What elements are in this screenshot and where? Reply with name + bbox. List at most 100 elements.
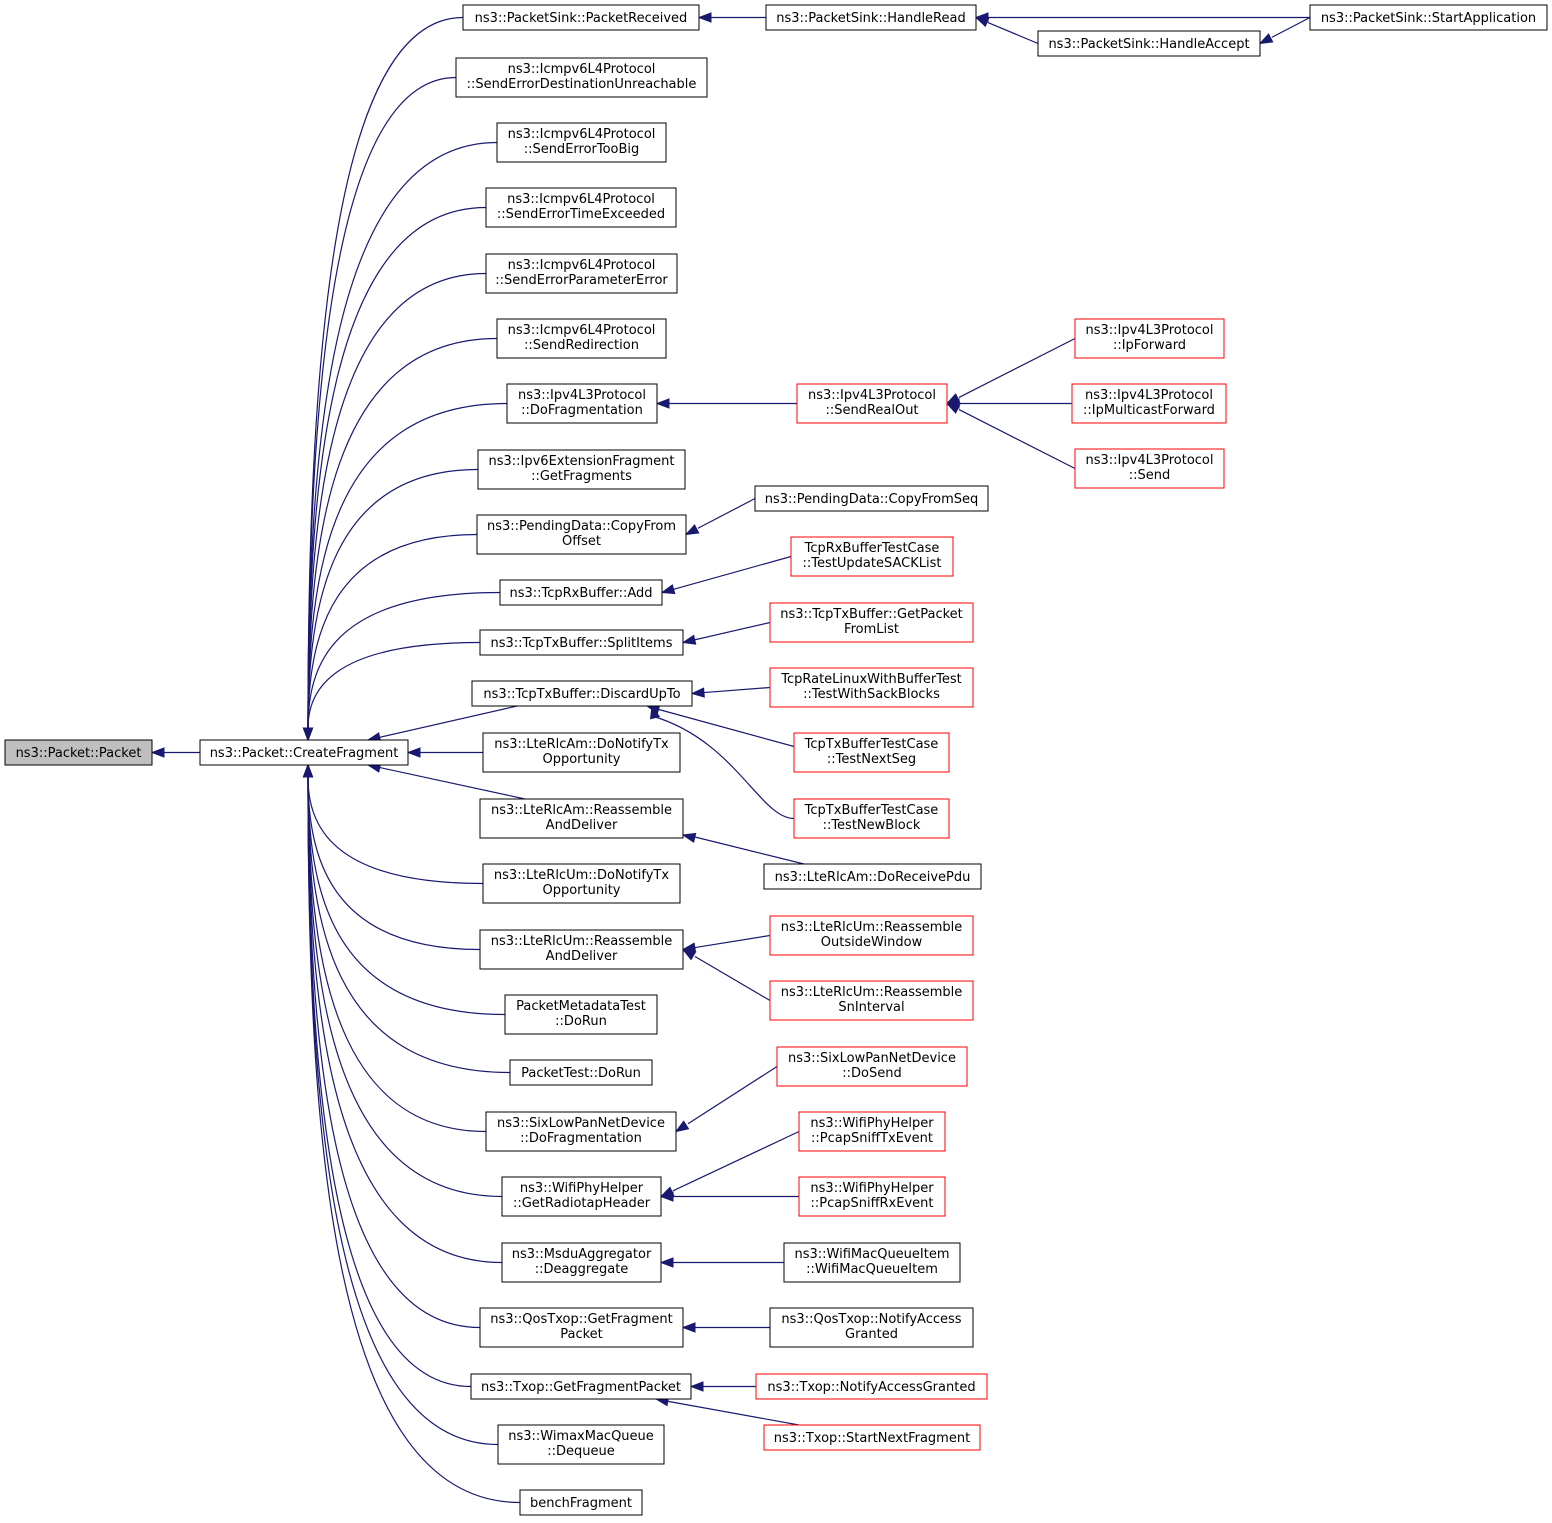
node-label-line: ns3::LteRlcUm::Reassemble [781,920,963,935]
node-box [504,994,658,1035]
node-label-line: ns3::Packet::Packet [16,746,142,761]
node-label-line: ns3::Ipv4L3Protocol [808,388,936,403]
node-txNewBlock[interactable]: TcpTxBufferTestCase::TestNewBlock [793,798,950,839]
edge-umReasm-to-cf [302,763,481,951]
node-box [471,680,693,707]
node-pTest[interactable]: PacketTest::DoRun [509,1059,653,1086]
node-label-line: ns3::TcpTxBuffer::SplitItems [491,636,673,651]
node-label-line: ::Dequeue [547,1444,615,1459]
node-txSplit[interactable]: ns3::TcpTxBuffer::SplitItems [479,629,684,656]
node-icTime[interactable]: ns3::Icmpv6L4Protocol::SendErrorTimeExce… [485,187,677,228]
node-psStart[interactable]: ns3::PacketSink::StartApplication [1309,4,1548,31]
node-amRecv[interactable]: ns3::LteRlcAm::DoReceivePdu [763,863,982,890]
edge-line [307,776,506,1016]
node-icDest[interactable]: ns3::Icmpv6L4Protocol::SendErrorDestinat… [455,57,708,98]
edge-ipMc-to-ipReal [945,398,1072,409]
edge-ipReal-arrowhead [655,398,670,409]
node-rateTest[interactable]: TcpRateLinuxWithBufferTest::TestWithSack… [769,667,974,708]
node-label-line: ::SendErrorTooBig [524,142,640,157]
node-cf[interactable]: ns3::Packet::CreateFragment [199,739,409,766]
node-box [462,4,700,31]
node-wimax[interactable]: ns3::WimaxMacQueue::Dequeue [497,1424,665,1465]
edge-txGetPkt-arrowhead [681,634,697,645]
node-msdu[interactable]: ns3::MsduAggregator::Deaggregate [501,1242,662,1283]
edge-rxSack-to-rxAdd [660,555,792,595]
edge-icTime-to-cf [302,206,487,742]
edge-line [672,1130,800,1192]
node-label-line: ns3::QosTxop::NotifyAccess [781,1312,961,1327]
node-psRecv[interactable]: ns3::PacketSink::PacketReceived [462,4,700,31]
node-label-line: PacketTest::DoRun [521,1066,641,1081]
node-label-line: Packet [560,1327,603,1342]
node-box [506,383,658,424]
node-box [763,1424,981,1451]
node-label-line: ns3::WifiPhyHelper [520,1181,644,1196]
node-label-line: ::SendRealOut [825,403,918,418]
node-box [769,1307,974,1348]
node-rxAdd[interactable]: ns3::TcpRxBuffer::Add [499,579,663,606]
node-box [776,1046,968,1087]
node-pmTest[interactable]: PacketMetadataTest::DoRun [504,994,658,1035]
node-wifiTx[interactable]: ns3::WifiPhyHelper::PcapSniffTxEvent [798,1111,946,1152]
node-label-line: ns3::TcpTxBuffer::DiscardUpTo [483,687,680,702]
node-ipSend[interactable]: ns3::Ipv4L3Protocol::Send [1074,448,1225,489]
node-ipReal[interactable]: ns3::Ipv4L3Protocol::SendRealOut [796,383,948,424]
edge-ipFwd-to-ipReal [945,337,1076,405]
node-box [769,602,974,643]
node-wifiRx[interactable]: ns3::WifiPhyHelper::PcapSniffRxEvent [798,1176,946,1217]
node-qosNotify[interactable]: ns3::QosTxop::NotifyAccessGranted [769,1307,974,1348]
node-txopNotify[interactable]: ns3::Txop::NotifyAccessGranted [755,1373,988,1400]
node-icParam[interactable]: ns3::Icmpv6L4Protocol::SendErrorParamete… [485,253,678,294]
node-box [499,579,663,606]
node-wmqi[interactable]: ns3::WifiMacQueueItem::WifiMacQueueItem [783,1242,961,1283]
edge-txopNotify-arrowhead [689,1381,704,1392]
node-root[interactable]: ns3::Packet::Packet [4,739,153,766]
edge-wimax-to-cf [302,763,499,1446]
node-qosFrag[interactable]: ns3::QosTxop::GetFragmentPacket [479,1307,684,1348]
node-txopNext[interactable]: ns3::Txop::StartNextFragment [763,1424,981,1451]
edge-ipSend-to-ipReal [945,402,1076,470]
edge-amRecv-to-amReasm [681,832,805,865]
node-label-line: ::GetRadiotapHeader [513,1196,651,1211]
node-label-line: AndDeliver [546,949,618,964]
node-ipFrag[interactable]: ns3::Ipv4L3Protocol::DoFragmentation [506,383,658,424]
node-label-line: Offset [562,534,601,549]
node-pdSeq[interactable]: ns3::PendingData::CopyFromSeq [754,485,989,512]
node-sixFrag[interactable]: ns3::SixLowPanNetDevice::DoFragmentation [485,1111,677,1152]
node-psRead[interactable]: ns3::PacketSink::HandleRead [765,4,977,31]
node-icRedir[interactable]: ns3::Icmpv6L4Protocol::SendRedirection [496,318,667,359]
node-bench[interactable]: benchFragment [519,1489,643,1516]
node-wifiRadio[interactable]: ns3::WifiPhyHelper::GetRadiotapHeader [501,1176,662,1217]
node-ipFwd[interactable]: ns3::Ipv4L3Protocol::IpForward [1074,318,1225,359]
node-box [497,1424,665,1465]
edge-line [1271,16,1311,38]
edge-qosFrag-to-cf [302,763,481,1329]
node-rxSack[interactable]: TcpRxBufferTestCase::TestUpdateSACKList [790,536,954,577]
node-ipMc[interactable]: ns3::Ipv4L3Protocol::IpMulticastForward [1071,383,1227,424]
node-txDiscard[interactable]: ns3::TcpTxBuffer::DiscardUpTo [471,680,693,707]
edge-psStart-to-psAccept [1258,16,1311,45]
node-box [769,980,974,1021]
node-txopFrag[interactable]: ns3::Txop::GetFragmentPacket [470,1373,692,1400]
node-txNextSeg[interactable]: TcpTxBufferTestCase::TestNextSeg [793,732,950,773]
edge-wifiRx-to-wifiRadio [659,1191,799,1202]
node-ip6Frag[interactable]: ns3::Ipv6ExtensionFragment::GetFragments [477,449,686,490]
node-icBig[interactable]: ns3::Icmpv6L4Protocol::SendErrorTooBig [496,122,667,163]
node-label-line: TcpTxBufferTestCase [804,737,939,752]
edge-line [687,1065,778,1125]
node-label-line: ::DoSend [842,1066,901,1081]
node-box [482,863,681,904]
node-box [798,1176,946,1217]
edge-line [307,776,481,951]
node-psAccept[interactable]: ns3::PacketSink::HandleAccept [1037,30,1261,57]
node-sixSend[interactable]: ns3::SixLowPanNetDevice::DoSend [776,1046,968,1087]
edge-line [307,591,501,729]
